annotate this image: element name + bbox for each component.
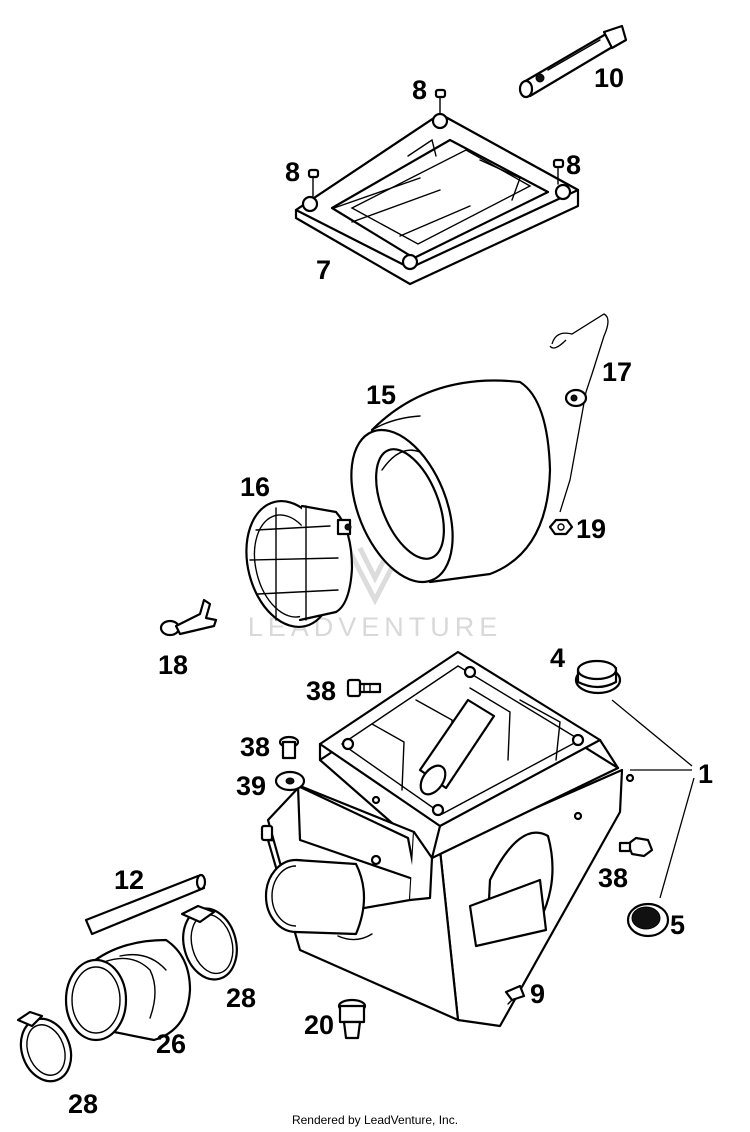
label-8-right: 8 (566, 150, 581, 180)
part-38-bolt-top (346, 678, 382, 698)
part-39-washer (274, 770, 306, 792)
label-39: 39 (236, 771, 266, 801)
label-16: 16 (240, 472, 270, 502)
part-38-bolt-middle (278, 735, 300, 760)
label-10: 10 (594, 63, 624, 93)
part-28-clamp-upper (180, 904, 238, 981)
label-7: 7 (316, 255, 331, 285)
label-9: 9 (530, 979, 545, 1009)
label-28-upper: 28 (226, 983, 256, 1013)
part-10-pin (518, 24, 628, 99)
label-15: 15 (366, 380, 396, 410)
footer-credit: Rendered by LeadVenture, Inc. (291, 1113, 459, 1127)
part-19-nut (548, 518, 574, 536)
part-8-screw-right (552, 158, 565, 185)
part-26-boot (64, 938, 192, 1042)
label-8-left: 8 (285, 157, 300, 187)
part-1-leader-lines (611, 699, 695, 899)
part-28-clamp-lower (16, 1010, 73, 1083)
part-1-airbox (260, 650, 635, 1028)
label-1: 1 (698, 759, 713, 789)
label-19: 19 (576, 514, 606, 544)
label-17: 17 (602, 357, 632, 387)
label-5: 5 (670, 910, 685, 940)
label-8-top: 8 (412, 75, 427, 105)
label-18: 18 (158, 650, 188, 680)
part-38-bolt-right (618, 836, 654, 858)
label-4: 4 (550, 643, 565, 673)
part-17-wire-clip (549, 313, 609, 513)
label-20: 20 (304, 1010, 334, 1040)
label-28-lower: 28 (68, 1089, 98, 1119)
label-38-middle: 38 (240, 732, 270, 762)
part-8-screw-top (434, 88, 447, 115)
label-12: 12 (114, 865, 144, 895)
label-38-right: 38 (598, 863, 628, 893)
part-15-foam-filter (350, 379, 552, 584)
part-18-clip-pin (159, 598, 218, 637)
part-5-cap (626, 902, 670, 938)
part-8-screw-left (307, 168, 320, 197)
part-12-hose (84, 873, 207, 936)
part-9-clip (504, 984, 526, 1005)
label-38-top: 38 (306, 676, 336, 706)
label-26: 26 (156, 1029, 186, 1059)
part-7-lid (294, 112, 580, 286)
part-20-drain (337, 998, 367, 1040)
part-4-plug (574, 659, 622, 695)
part-16-filter-cage (245, 499, 354, 629)
